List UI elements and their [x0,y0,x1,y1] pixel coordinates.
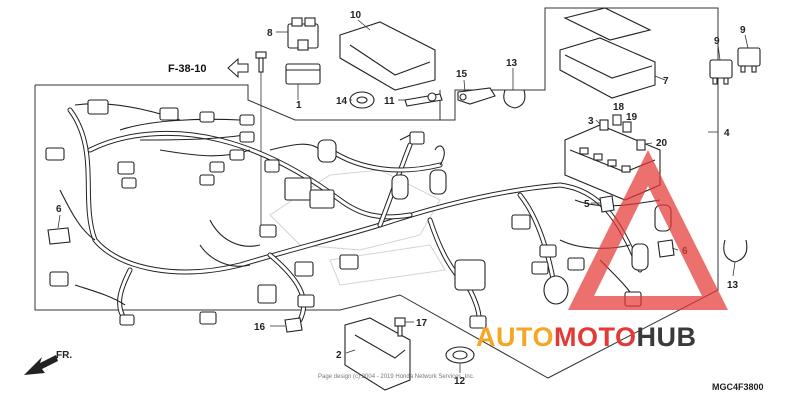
callout-15: 15 [456,69,468,80]
clamp-part-12[interactable] [445,346,475,364]
relay-part-9b[interactable] [737,47,761,73]
part-1-block[interactable] [285,63,321,85]
callout-12: 12 [454,376,466,387]
callout-6-left: 6 [56,204,62,215]
callout-4: 4 [724,128,730,139]
relay-part-9a[interactable] [709,59,733,85]
bolt-part[interactable] [255,51,267,230]
front-arrow: FR. [24,350,72,375]
reference-arrow[interactable]: F-38-10 [168,57,249,79]
callout-2: 2 [336,350,342,361]
warning-triangle-icon [568,150,728,310]
callout-11: 11 [384,96,395,107]
part-10-ecu-cover[interactable] [339,21,436,91]
callout-14: 14 [336,96,348,107]
relay-part-8[interactable] [287,17,319,51]
callout-13-top: 13 [506,58,518,69]
clip-part-6-left[interactable] [47,227,71,245]
fuse-part-20[interactable] [636,139,646,151]
automotohub-watermark: AUTOMOTOHUB [476,150,728,352]
clip-part-15[interactable] [457,87,496,105]
clip-part-16[interactable] [284,317,303,333]
cover-part-2[interactable] [344,317,411,391]
callout-5: 5 [584,199,590,210]
diagram-code: MGC4F3800 [712,382,764,392]
callout-9a: 9 [714,36,720,47]
callout-19: 19 [626,112,638,123]
front-label: FR. [56,350,72,361]
callout-8: 8 [267,28,273,39]
clip-part-5[interactable] [599,195,615,213]
fuse-part-19[interactable] [622,121,632,133]
callout-10: 10 [350,10,362,21]
grommet-part-14[interactable] [349,91,375,109]
reference-label[interactable]: F-38-10 [168,63,207,75]
callout-9b: 9 [740,25,746,36]
copyright-text: Page design (c) 2004 - 2019 Honda Networ… [318,374,475,380]
callout-20: 20 [656,138,668,149]
fuse-part-18[interactable] [612,114,622,126]
callout-18: 18 [613,102,625,113]
fuse-box-cover-part-7[interactable] [559,7,656,99]
callout-17: 17 [416,318,428,329]
band-part-13-top[interactable] [503,89,526,109]
svg-text:AUTOMOTOHUB: AUTOMOTOHUB [476,322,697,352]
callout-7: 7 [663,76,669,87]
main-wire-harness[interactable] [67,107,643,328]
callout-1: 1 [296,100,302,111]
harness-connectors[interactable] [45,99,642,329]
clamp-part-11[interactable] [404,92,443,107]
callout-16: 16 [254,322,266,333]
band-part-13-right[interactable] [723,239,748,263]
brand-part-auto: AUTO [476,322,554,352]
brand-part-moto: MOTO [554,322,637,352]
clip-part-6-right[interactable] [657,239,675,258]
callout-13-right: 13 [727,280,739,291]
callout-leaders [57,19,749,373]
brand-part-hub: HUB [637,322,697,352]
fuse-part-3[interactable] [599,119,609,131]
callout-3: 3 [588,116,594,127]
